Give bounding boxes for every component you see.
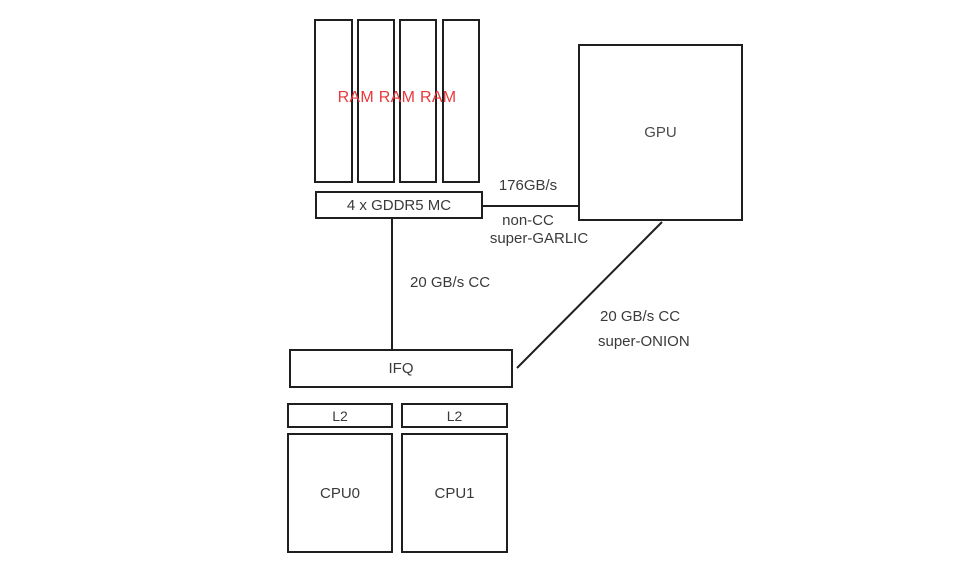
- cpu0-label: CPU0: [319, 484, 360, 502]
- gddr5-memory-controller-box: 4 x GDDR5 MC: [315, 191, 483, 219]
- gpu-label: GPU: [644, 124, 677, 141]
- ifq-label: IFQ: [388, 360, 414, 377]
- mc-ifq-link-line: [391, 219, 393, 350]
- ram-label: RAM RAM RAM: [337, 89, 457, 106]
- mc-gpu-type-line2-label: super-GARLIC: [489, 230, 589, 247]
- ram-stick-3: [399, 19, 437, 183]
- mc-gpu-bandwidth-label: 176GB/s: [498, 177, 558, 194]
- gpu-ifq-type-label: super-ONION: [598, 333, 690, 350]
- gpu-ifq-bandwidth-label: 20 GB/s CC: [600, 308, 681, 325]
- ram-stick-2: [357, 19, 395, 183]
- l2-cache-left-box: L2: [287, 403, 393, 428]
- cpu1-box: CPU1: [401, 433, 508, 553]
- mc-gpu-link-line: [483, 205, 578, 207]
- cpu1-label: CPU1: [434, 484, 475, 502]
- l2-cache-right-label: L2: [446, 407, 463, 424]
- gddr5-memory-controller-label: 4 x GDDR5 MC: [346, 196, 452, 214]
- ram-stick-4: [442, 19, 480, 183]
- ram-stick-1: [314, 19, 353, 183]
- l2-cache-right-box: L2: [401, 403, 508, 428]
- cpu0-box: CPU0: [287, 433, 393, 553]
- ifq-box: IFQ: [289, 349, 513, 388]
- mc-gpu-type-line1-label: non-CC: [502, 212, 554, 229]
- mc-ifq-bandwidth-label: 20 GB/s CC: [410, 274, 491, 291]
- gpu-box: GPU: [578, 44, 743, 221]
- l2-cache-left-label: L2: [332, 407, 348, 424]
